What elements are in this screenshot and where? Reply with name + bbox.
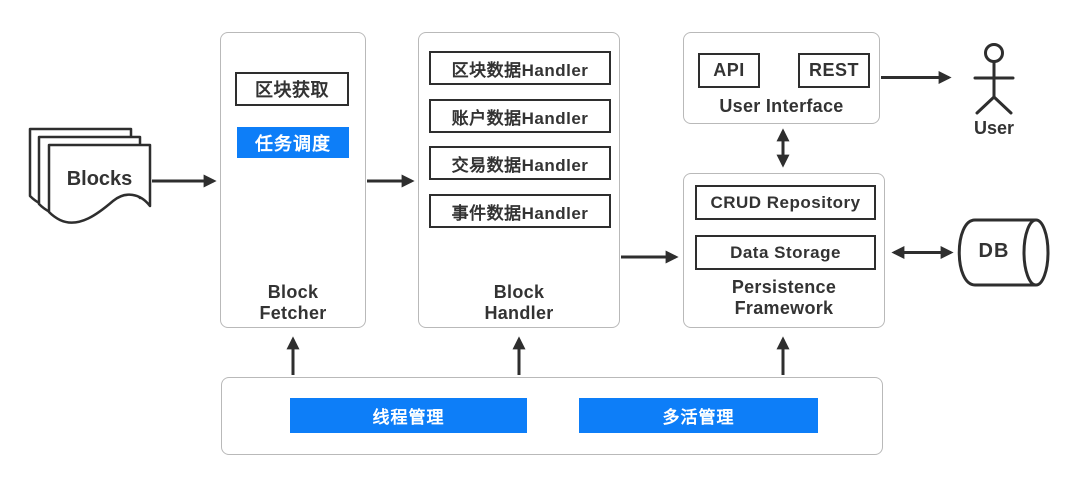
user-label: User xyxy=(973,118,1015,138)
persistence-framework-container: CRUD Repository Data Storage Persistence… xyxy=(683,173,885,328)
database-icon xyxy=(957,218,1050,287)
thread-management-box: 线程管理 xyxy=(290,398,527,433)
account-data-handler-box: 账户数据Handler xyxy=(429,99,611,133)
user-icon xyxy=(973,43,1015,115)
db-label: DB xyxy=(978,240,1010,262)
block-fetcher-container: 区块获取 任务调度 Block Fetcher xyxy=(220,32,366,328)
task-schedule-box: 任务调度 xyxy=(237,127,349,158)
block-fetcher-title: Block Fetcher xyxy=(259,282,327,323)
multi-active-management-box: 多活管理 xyxy=(579,398,818,433)
rest-box: REST xyxy=(798,53,870,88)
persistence-framework-title: Persistence Framework xyxy=(731,277,837,318)
data-storage-box: Data Storage xyxy=(695,235,876,270)
blocks-label: Blocks xyxy=(66,168,133,190)
block-handler-container: 区块数据Handler 账户数据Handler 交易数据Handler 事件数据… xyxy=(418,32,620,328)
crud-repository-box: CRUD Repository xyxy=(695,185,876,220)
api-box: API xyxy=(698,53,760,88)
transaction-data-handler-box: 交易数据Handler xyxy=(429,146,611,180)
management-container: 线程管理 多活管理 xyxy=(221,377,883,455)
block-fetch-box: 区块获取 xyxy=(235,72,349,106)
block-data-handler-box: 区块数据Handler xyxy=(429,51,611,85)
user-interface-container: API REST User Interface xyxy=(683,32,880,124)
event-data-handler-box: 事件数据Handler xyxy=(429,194,611,228)
document-stack-icon xyxy=(28,127,152,224)
block-handler-title: Block Handler xyxy=(484,282,554,323)
user-interface-title: User Interface xyxy=(719,96,844,116)
